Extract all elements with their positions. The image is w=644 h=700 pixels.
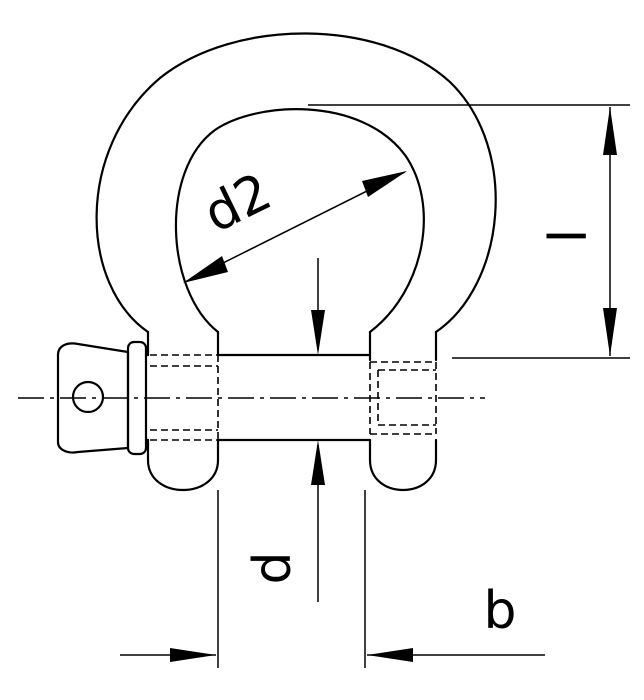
d-arrow-top bbox=[311, 310, 325, 355]
l-label: l bbox=[539, 229, 599, 243]
l-arrow-top bbox=[603, 107, 617, 155]
d2-label: d2 bbox=[195, 162, 281, 245]
d-label: d bbox=[243, 551, 303, 584]
b-label: b bbox=[483, 581, 516, 641]
d-arrow-bottom bbox=[311, 440, 325, 485]
left-eye-bottom bbox=[146, 438, 220, 491]
pin-head-hole bbox=[71, 380, 105, 414]
right-eye-bottom bbox=[368, 438, 438, 491]
b-arrow-left bbox=[170, 648, 216, 662]
d2-arrow-upper bbox=[362, 171, 407, 197]
d2-arrow-lower bbox=[183, 256, 228, 283]
b-arrow-right bbox=[367, 648, 413, 662]
l-arrow-bottom bbox=[603, 308, 617, 356]
bow-inner-contour bbox=[174, 108, 425, 334]
bow-outer-contour bbox=[95, 32, 497, 334]
